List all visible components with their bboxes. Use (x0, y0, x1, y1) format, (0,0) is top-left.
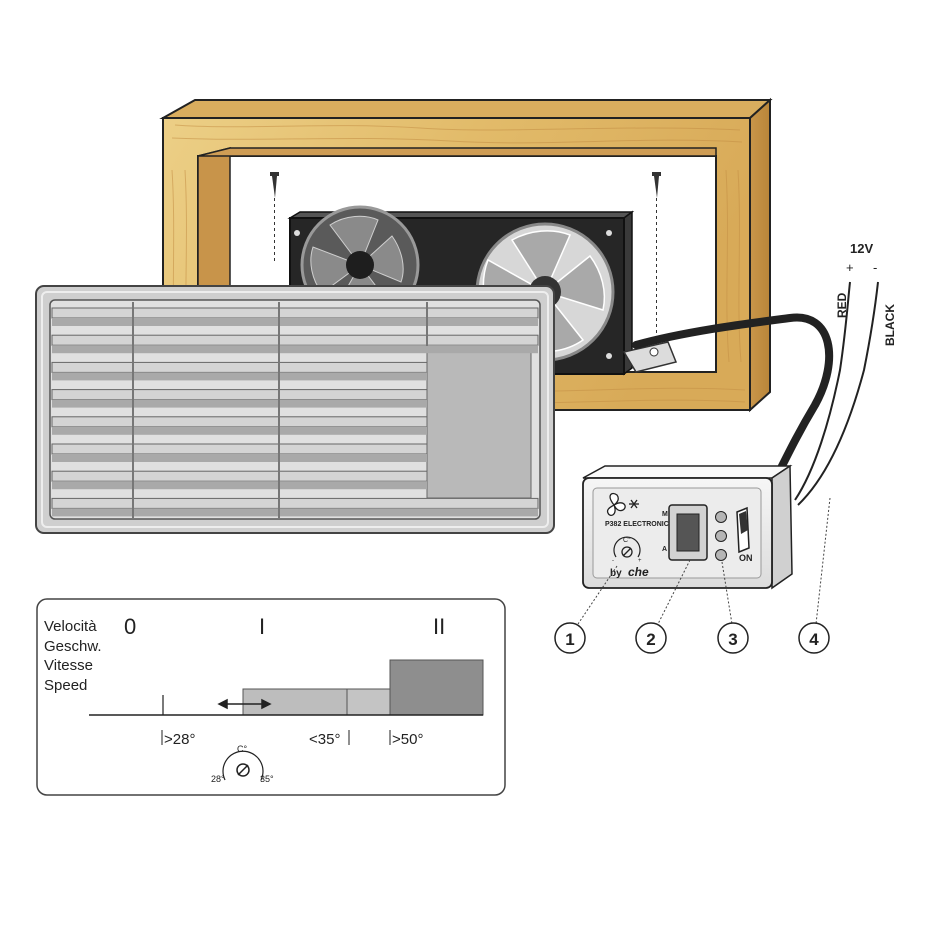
power-switch[interactable] (736, 506, 750, 554)
switch-on-label: ON (739, 553, 753, 563)
svg-text:4: 4 (809, 630, 819, 649)
power-wires (794, 281, 879, 506)
brand-logo: che (628, 565, 649, 579)
grille-slat (51, 389, 428, 401)
level-2: II (433, 614, 445, 639)
mode-m-label: M (662, 511, 668, 518)
callout-3: 3 (717, 622, 749, 654)
threshold-35: <35° (309, 731, 340, 748)
indicator-led (715, 530, 727, 542)
grille-slat (51, 416, 428, 428)
box-unit-label: C° (623, 536, 631, 544)
svg-text:2: 2 (646, 630, 655, 649)
speed-label-it: Velocità (44, 618, 97, 635)
mode-switch[interactable] (668, 504, 708, 561)
fan-cable (632, 313, 833, 474)
speed-ii-bar (389, 659, 484, 716)
red-wire-label: RED (835, 292, 849, 318)
indicator-led (715, 511, 727, 523)
screw-icon (652, 172, 661, 346)
svg-text:-: - (612, 558, 614, 564)
callout-4: 4 (798, 622, 830, 654)
callout-leaders (577, 497, 831, 625)
grille-slat (51, 443, 428, 455)
svg-text:3: 3 (728, 630, 737, 649)
minus-sign: - (873, 260, 877, 275)
speed-i-bar-low (242, 688, 348, 716)
grille-slat (51, 307, 539, 319)
indicator-led (715, 549, 727, 561)
level-0: 0 (124, 614, 136, 639)
grille-slat (51, 361, 428, 373)
grille-slat (51, 470, 428, 482)
grille-slat-shadow (52, 399, 427, 408)
black-wire-label: BLACK (883, 304, 897, 346)
callout-2: 2 (635, 622, 667, 654)
callout-1: 1 (554, 622, 586, 654)
grille-slats (51, 307, 539, 517)
brand-by: by (610, 568, 622, 579)
double-arrow-icon (217, 698, 272, 710)
grille-slat (51, 497, 539, 509)
speed-chart: Velocità Geschw. Vitesse Speed 0 I II >2… (36, 598, 506, 796)
thermostat-dial-icon (222, 750, 264, 781)
grille-slat-shadow (52, 481, 427, 490)
speed-label-fr: Vitesse (44, 657, 93, 674)
ventilation-grille (35, 285, 555, 534)
model-label: P382 ELECTRONIC (605, 521, 669, 528)
grille-slat-shadow (52, 454, 427, 462)
speed-label-de: Geschw. (44, 638, 102, 655)
svg-text:+: + (638, 558, 642, 564)
grille-slat-shadow (52, 508, 538, 517)
plus-sign: + (846, 260, 854, 275)
svg-text:1: 1 (565, 630, 574, 649)
grille-slat-shadow (52, 372, 427, 381)
dial-max: 35° (260, 774, 274, 784)
threshold-50: >50° (392, 731, 423, 748)
control-box: P382 ELECTRONIC C° - + by che M A ON (582, 464, 793, 590)
speed-i-bar-high (346, 688, 391, 716)
level-1: I (259, 614, 265, 639)
screw-icon (270, 172, 279, 262)
mode-a-label: A (662, 546, 667, 553)
fan-icon (606, 492, 626, 516)
grille-slat-shadow (52, 318, 538, 326)
grille-slat-shadow (52, 426, 427, 435)
threshold-28: >28° (164, 731, 195, 748)
speed-label-en: Speed (44, 677, 87, 694)
dial-min: 28° (211, 774, 225, 784)
thermostat-dial-icon: - + (612, 536, 642, 564)
voltage-label: 12V (850, 241, 873, 256)
grille-slat-shadow (52, 345, 538, 354)
grille-slat (51, 334, 539, 346)
dial-unit: C° (237, 744, 247, 754)
snowflake-icon (629, 499, 639, 509)
